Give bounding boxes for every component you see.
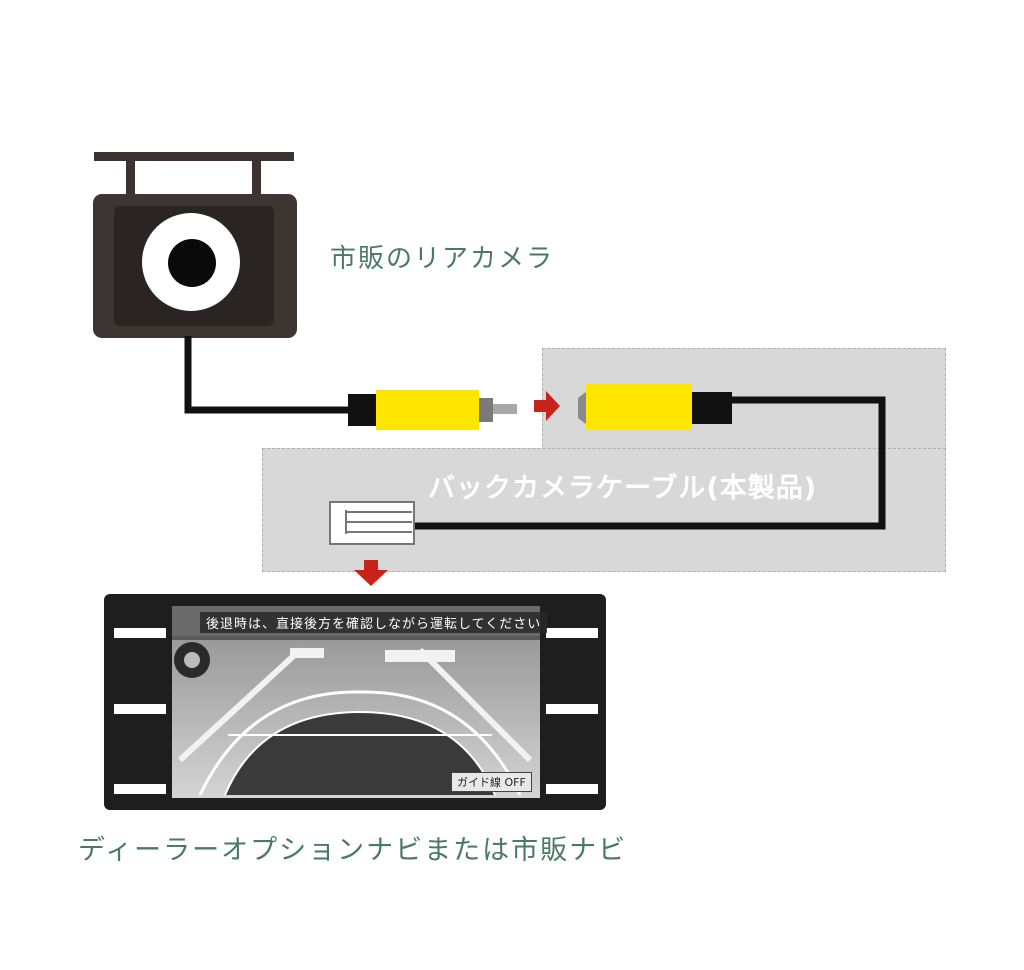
down-arrow-icon [354,560,388,586]
navi-connector-icon [329,501,415,545]
connect-arrow-icon [534,391,560,421]
navigation-label: ディーラーオプションナビまたは市販ナビ [78,835,628,866]
guide-line-off-button[interactable]: ガイド線 OFF [451,772,532,792]
navigation-unit-icon [104,594,606,810]
rear-camera-icon [93,152,297,338]
rca-plug-camera-side-icon [348,390,517,430]
rear-camera-label: 市販のリアカメラ [330,244,555,274]
product-cable [412,396,886,530]
rca-jack-product-side-icon [578,384,732,430]
nav-screen-warning-banner: 後退時は、直接後方を確認しながら運転してください [200,612,548,633]
back-camera-cable-label: バックカメラケーブル(本製品) [428,473,818,504]
camera-cable [184,336,352,414]
